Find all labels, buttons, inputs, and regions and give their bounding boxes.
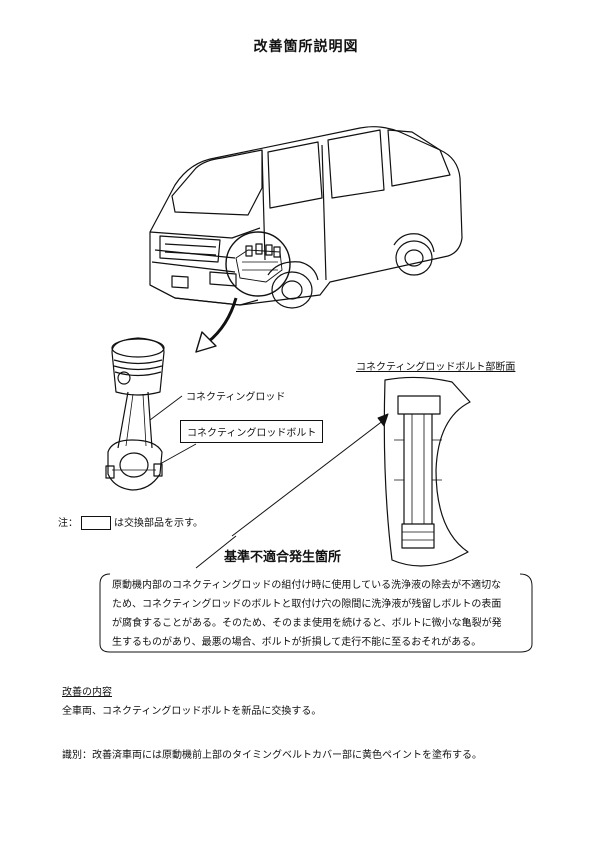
defect-line: が腐食することがある。そのため、そのまま使用を続けると、ボルトに微小な亀裂が発 xyxy=(112,618,502,629)
identification-text: 識別：改善済車両には原動機前上部のタイミングベルトカバー部に黄色ペイントを塗布す… xyxy=(62,750,482,761)
legend-box-icon xyxy=(81,516,111,530)
improvement-heading: 改善の内容 xyxy=(62,687,112,698)
legend-note-prefix: 注： xyxy=(58,518,78,529)
defect-description: 原動機内部のコネクティングロッドの組付け時に使用している洗浄液の除去が不適切な … xyxy=(112,576,526,652)
defect-line: 原動機内部のコネクティングロッドの組付け時に使用している洗浄液の除去が不適切な xyxy=(112,580,502,591)
bolt-section-illustration xyxy=(383,376,471,567)
legend-note: 注： は交換部品を示す。 xyxy=(58,514,203,530)
legend-note-suffix: は交換部品を示す。 xyxy=(114,518,203,529)
defect-line: ため、コネクティングロッドのボルトと取付け穴の隙間に洗浄液が残留しボルトの表面 xyxy=(112,599,502,610)
defect-line: 生するものがあり、最悪の場合、ボルトが折損して走行不能に至るおそれがある。 xyxy=(112,637,482,648)
conrod-bolt-label: コネクティングロッドボルト xyxy=(180,420,324,443)
improvement-text: 全車両、コネクティングロッドボルトを新品に交換する。 xyxy=(62,706,322,717)
defect-pointer-line xyxy=(231,419,385,537)
piston-conrod-illustration xyxy=(105,337,197,491)
page-title: 改善箇所説明図 xyxy=(253,39,359,55)
section-view-label: コネクティングロッドボルト部断面 xyxy=(356,362,516,373)
pointer-arrow xyxy=(195,297,238,353)
conrod-label: コネクティングロッド xyxy=(186,392,286,403)
van-illustration xyxy=(149,126,463,309)
defect-location-label: 基準不適合発生箇所 xyxy=(224,550,342,565)
